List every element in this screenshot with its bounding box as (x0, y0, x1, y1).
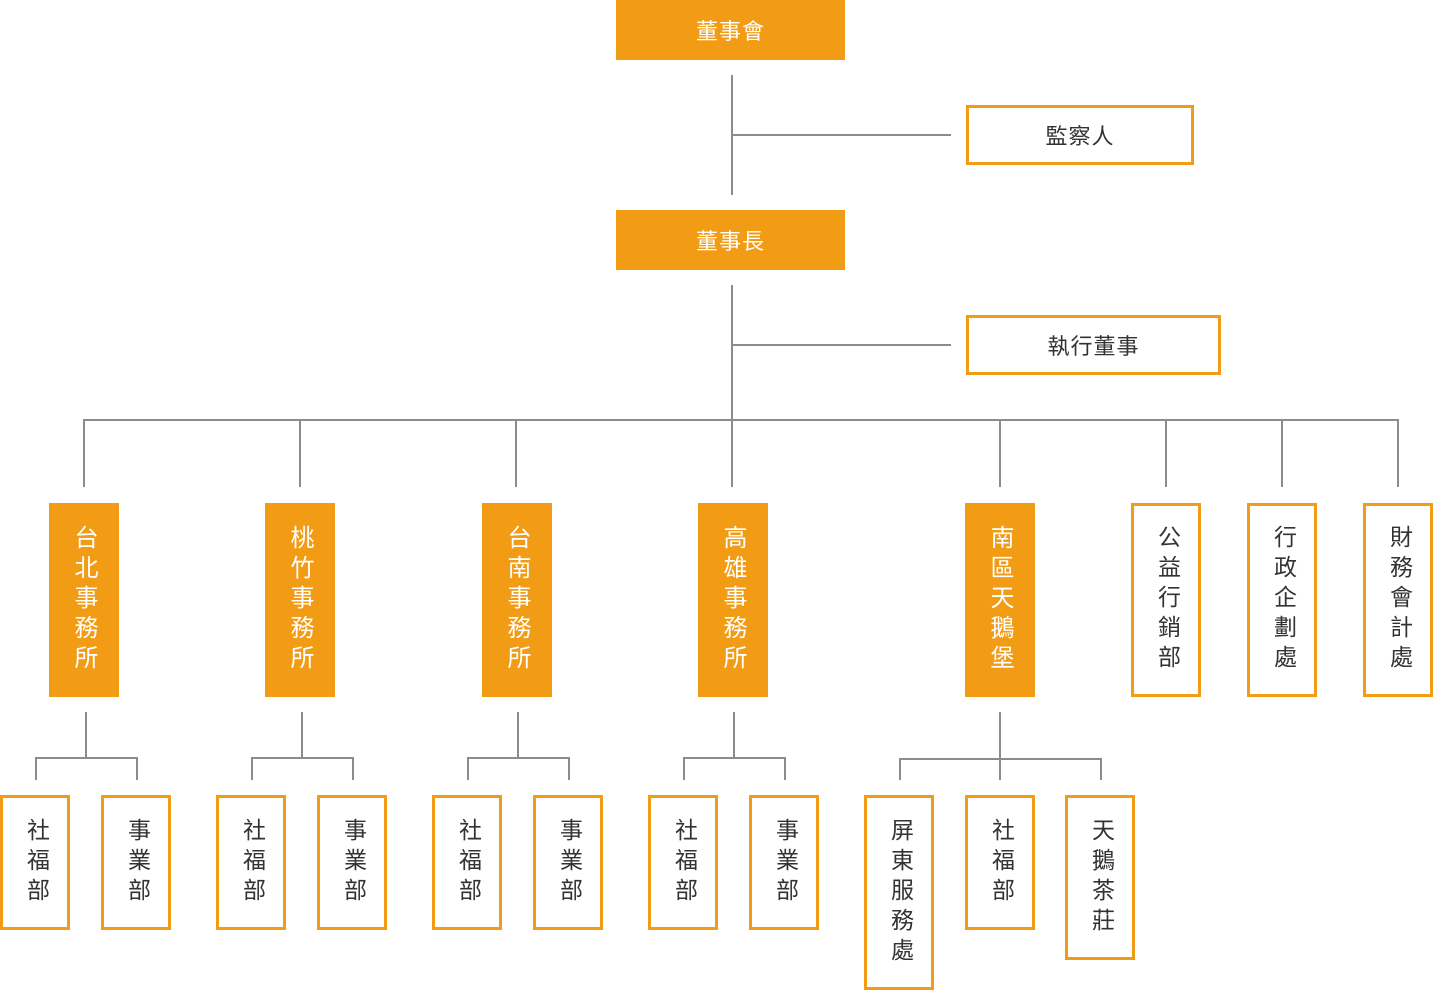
drop-unit-6 (1281, 420, 1283, 487)
unit-south-swan-castle: 南區天鵝堡 (965, 503, 1035, 697)
sub-tainan-social-welfare: 社福部 (432, 795, 502, 930)
unit-label: 行政企劃處 (1269, 525, 1296, 675)
unit-taozhu-office: 桃竹事務所 (265, 503, 335, 697)
drop-unit-7 (1397, 420, 1399, 487)
executive-director-label: 執行董事 (1047, 335, 1140, 360)
sub-taipei-social-welfare: 社福部 (0, 795, 70, 930)
sub-label: 事業部 (555, 817, 582, 908)
sub-taozhu-social-welfare: 社福部 (216, 795, 286, 930)
connector-taozhu-left (251, 757, 253, 780)
connector-swan-right (1100, 758, 1102, 780)
connector-kaohsiung-right (784, 757, 786, 780)
sub-label: 社福部 (670, 817, 697, 908)
connector-taipei-stem (85, 712, 87, 758)
connector-taozhu-stem (301, 712, 303, 758)
drop-unit-0 (83, 420, 85, 487)
connector-kaohsiung-stem (733, 712, 735, 758)
connector-tainan-stem (517, 712, 519, 758)
drop-unit-1 (299, 420, 301, 487)
sub-label: 社福部 (238, 817, 265, 908)
units-bus-line (83, 419, 1399, 421)
unit-tainan-office: 台南事務所 (482, 503, 552, 697)
sub-taozhu-business: 事業部 (317, 795, 387, 930)
connector-tainan-bar (467, 757, 570, 759)
connector-tainan-right (568, 757, 570, 780)
supervisor-label: 監察人 (1045, 125, 1115, 150)
unit-label: 南區天鵝堡 (986, 525, 1014, 675)
sub-label: 事業部 (339, 817, 366, 908)
connector-kaohsiung-bar (683, 757, 786, 759)
unit-label: 台北事務所 (70, 525, 98, 675)
unit-kaohsiung-office: 高雄事務所 (698, 503, 768, 697)
unit-label: 台南事務所 (503, 525, 531, 675)
connector-chairman-units (731, 285, 733, 420)
connector-kaohsiung-left (683, 757, 685, 780)
connector-taipei-bar (35, 757, 138, 759)
connector-taozhu-right (352, 757, 354, 780)
sub-label: 社福部 (454, 817, 481, 908)
chairman-node: 董事長 (616, 210, 845, 270)
unit-label: 財務會計處 (1385, 525, 1412, 675)
connector-swan-stem (999, 712, 1001, 780)
connector-swan-bar (899, 758, 1102, 760)
sub-swan-social-welfare: 社福部 (965, 795, 1035, 930)
sub-tainan-business: 事業部 (533, 795, 603, 930)
sub-label: 事業部 (123, 817, 150, 908)
drop-unit-4 (999, 420, 1001, 487)
supervisor-node: 監察人 (966, 105, 1194, 165)
connector-taipei-left (35, 757, 37, 780)
sub-kaohsiung-business: 事業部 (749, 795, 819, 930)
unit-finance-accounting: 財務會計處 (1363, 503, 1433, 697)
drop-unit-3 (731, 420, 733, 487)
drop-unit-2 (515, 420, 517, 487)
chairman-label: 董事長 (695, 230, 765, 255)
sub-pingtung-service-office: 屏東服務處 (864, 795, 934, 990)
connector-tainan-left (467, 757, 469, 780)
sub-label: 屏東服務處 (886, 817, 913, 968)
connector-supervisor (733, 134, 951, 136)
sub-label: 天鵝茶莊 (1087, 817, 1114, 938)
connector-taipei-right (136, 757, 138, 780)
drop-unit-5 (1165, 420, 1167, 487)
board-label: 董事會 (695, 20, 765, 45)
board-node: 董事會 (616, 0, 845, 60)
connector-board-chairman (731, 75, 733, 195)
sub-label: 社福部 (22, 817, 49, 908)
sub-taipei-business: 事業部 (101, 795, 171, 930)
connector-taozhu-bar (251, 757, 354, 759)
executive-director-node: 執行董事 (966, 315, 1221, 375)
unit-taipei-office: 台北事務所 (49, 503, 119, 697)
sub-label: 事業部 (771, 817, 798, 908)
connector-executive-director (733, 344, 951, 346)
unit-admin-planning: 行政企劃處 (1247, 503, 1317, 697)
unit-label: 公益行銷部 (1153, 525, 1180, 675)
sub-kaohsiung-social-welfare: 社福部 (648, 795, 718, 930)
connector-swan-left (899, 758, 901, 780)
sub-swan-tea-house: 天鵝茶莊 (1065, 795, 1135, 960)
unit-label: 桃竹事務所 (286, 525, 314, 675)
sub-label: 社福部 (987, 817, 1014, 908)
unit-label: 高雄事務所 (719, 525, 747, 675)
unit-public-welfare-marketing: 公益行銷部 (1131, 503, 1201, 697)
